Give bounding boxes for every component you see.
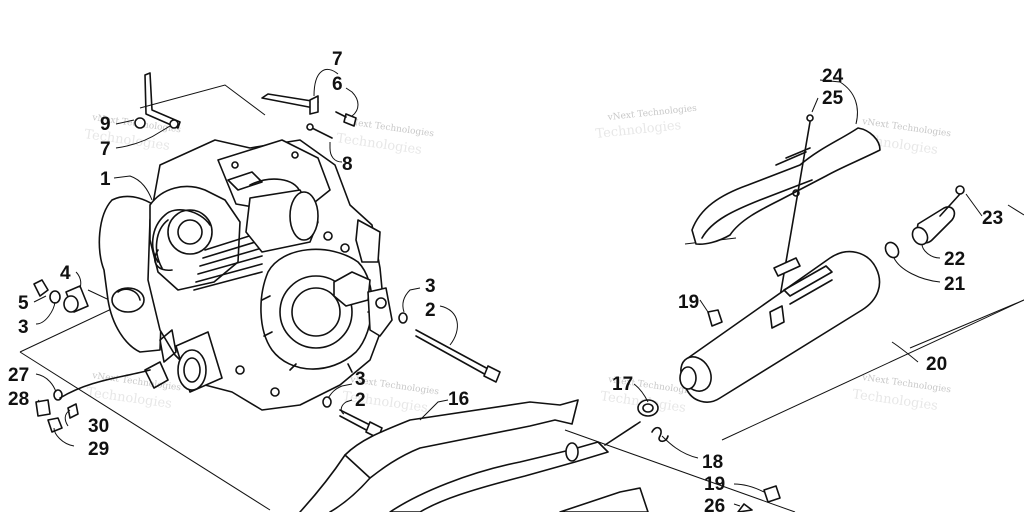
muffler-assembly — [637, 114, 965, 512]
callout-8: 8 — [342, 154, 353, 175]
callout-5: 5 — [18, 293, 29, 314]
assembly-boundary-lines — [19, 84, 1024, 512]
callout-7: 7 — [100, 139, 111, 160]
callout-labels: 1 9 7 7 6 8 4 5 3 3 2 3 2 27 28 30 29 16… — [8, 49, 1003, 512]
callout-4: 4 — [60, 263, 71, 284]
callout-17: 17 — [612, 374, 633, 395]
engine-hardware — [33, 72, 501, 439]
callout-27: 27 — [8, 365, 29, 386]
callout-22: 22 — [944, 249, 965, 270]
callout-28: 28 — [8, 389, 29, 410]
callout-2: 2 — [355, 390, 366, 411]
callout-20: 20 — [926, 354, 947, 375]
callout-25: 25 — [822, 88, 844, 109]
callout-3: 3 — [355, 369, 366, 390]
callout-6: 6 — [332, 74, 343, 95]
callout-24: 24 — [822, 66, 844, 87]
leader-lines — [33, 69, 983, 507]
callout-23: 23 — [982, 208, 1003, 229]
callout-16: 16 — [448, 389, 469, 410]
callout-19: 19 — [678, 292, 699, 313]
engine-assembly — [98, 139, 393, 411]
callout-9: 9 — [100, 114, 111, 135]
callout-29: 29 — [88, 439, 109, 460]
callout-21: 21 — [944, 274, 966, 295]
callout-1: 1 — [100, 169, 111, 190]
callout-7: 7 — [332, 49, 343, 70]
callout-3: 3 — [425, 276, 436, 297]
exhaust-pipes — [299, 399, 649, 512]
callout-2: 2 — [425, 300, 436, 321]
callout-18: 18 — [702, 452, 723, 473]
callout-3: 3 — [18, 317, 29, 338]
callout-19: 19 — [704, 474, 725, 495]
callout-30: 30 — [88, 416, 109, 437]
callout-26: 26 — [704, 496, 725, 512]
